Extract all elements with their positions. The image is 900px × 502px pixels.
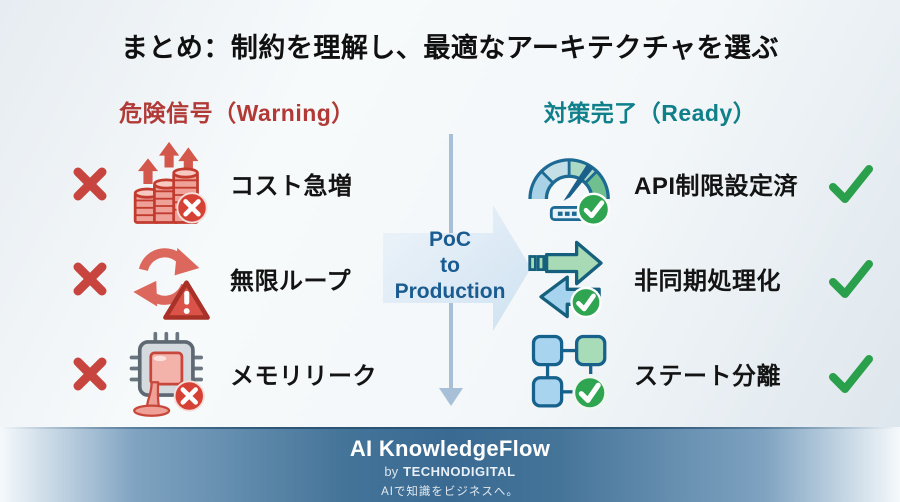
ready-item-label: ステート分離: [634, 363, 781, 390]
footer-banner: AI KnowledgeFlow by TECHNODIGITAL AIで知識をビ…: [0, 427, 900, 502]
arrow-text-line1: PoC: [429, 228, 471, 251]
ready-item-label: API制限設定済: [634, 173, 799, 200]
check-mark-icon: [829, 164, 873, 203]
arrow-text-line2: to: [440, 254, 460, 277]
memory-leak-chip-icon: [129, 331, 205, 417]
cost-surge-coins-icon: [133, 141, 208, 224]
warning-item-cost: コスト急増: [58, 136, 430, 231]
footer-top-divider: [0, 427, 900, 429]
x-mark-icon: [73, 167, 107, 200]
ready-item-async: 非同期処理化: [526, 231, 886, 326]
warning-list: コスト急増 無限ループ: [58, 136, 430, 421]
ready-column-header: 対策完了（Ready）: [543, 100, 757, 126]
warning-item-label: 無限ループ: [230, 268, 352, 295]
byline-company: TECHNODIGITAL: [403, 464, 516, 479]
poc-to-production-label: PoC to Production: [382, 227, 518, 305]
ready-item-api-limit: API制限設定済: [526, 136, 886, 231]
async-arrows-icon: [528, 240, 603, 318]
downward-arrowhead-icon: [439, 388, 463, 406]
brand-name: AI KnowledgeFlow: [349, 436, 551, 461]
ready-item-label: 非同期処理化: [634, 268, 781, 295]
x-mark-icon: [73, 262, 107, 295]
state-separation-nodes-icon: [531, 334, 608, 410]
byline-prefix: by: [384, 464, 399, 479]
ready-list: API制限設定済 非同期処理化: [526, 136, 886, 421]
warning-item-label: メモリリーク: [230, 363, 377, 390]
check-mark-icon: [829, 354, 873, 393]
api-limit-gauge-icon: [528, 157, 611, 226]
brand-byline: by TECHNODIGITAL: [0, 464, 900, 479]
infinite-loop-icon: [133, 247, 210, 320]
brand-tagline: AIで知識をビジネスへ。: [381, 486, 519, 498]
arrow-text-line3: Production: [394, 280, 506, 303]
check-mark-icon: [829, 259, 873, 298]
ready-item-state: ステート分離: [526, 326, 886, 421]
warning-item-loop: 無限ループ: [58, 231, 430, 326]
warning-column-header: 危険信号（Warning）: [119, 100, 355, 126]
x-mark-icon: [73, 357, 107, 390]
warning-item-memory: メモリリーク: [58, 326, 430, 421]
poc-to-production-arrow-icon: [383, 205, 531, 331]
warning-item-label: コスト急増: [230, 173, 353, 200]
page-title: まとめ：制約を理解し、最適なアーキテクチャを選ぶ: [120, 33, 780, 63]
